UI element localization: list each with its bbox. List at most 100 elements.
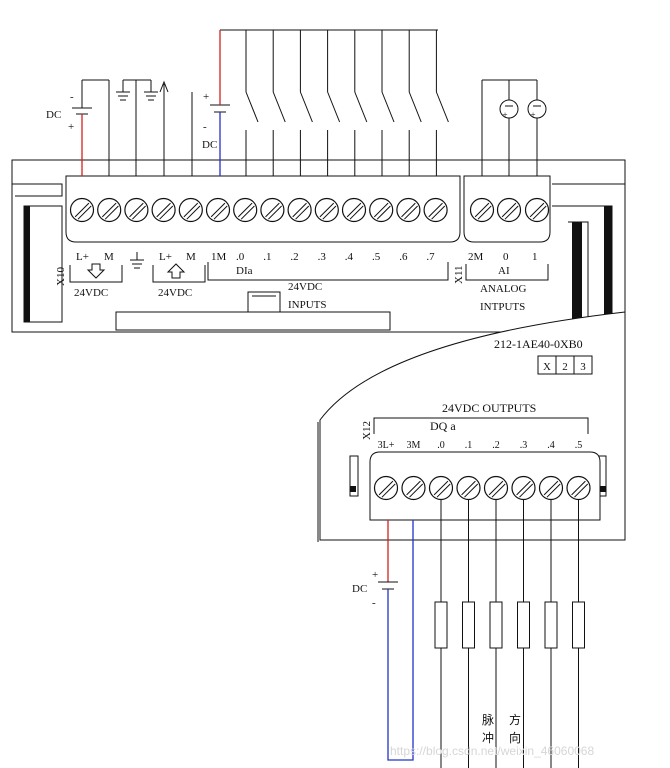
input-channel-6: .6 — [399, 251, 408, 263]
input-screw-5 — [205, 197, 231, 223]
inputs-title-2: INPUTS — [288, 299, 327, 311]
input-switch-4 — [354, 30, 368, 176]
label-brackets — [69, 252, 549, 283]
sensor-voltage-label: 24VDC — [158, 287, 192, 299]
input-screw-0 — [69, 197, 95, 223]
bottom-wiring: DC + - — [352, 520, 414, 761]
output-minus-label: - — [372, 597, 376, 609]
output-screw-5 — [511, 475, 536, 501]
supply-minus-label: - — [70, 91, 74, 103]
input-channel-3: .3 — [318, 251, 327, 263]
input-screw-terminals — [69, 197, 448, 223]
analog-screw-2 — [524, 197, 550, 223]
outputs-header: 24VDC OUTPUTS DQ a X12 — [361, 401, 589, 440]
top-labels: DC - + + - DC + + — [46, 91, 536, 151]
input-switch-5 — [381, 30, 395, 176]
top-wiring — [72, 29, 547, 176]
input-channel-5: .5 — [372, 251, 381, 263]
output-screw-2 — [428, 475, 454, 501]
output-group-label: DQ a — [430, 419, 456, 433]
input-switch-2 — [299, 30, 313, 176]
input-group-label: DIa — [236, 265, 253, 277]
output-load-0 — [434, 500, 448, 768]
sensor-m-label: M — [186, 251, 196, 263]
output-terminal-2: .0 — [437, 440, 445, 451]
output-screw-0 — [373, 475, 399, 501]
x11-label: X11 — [453, 265, 465, 284]
outputs-title: 24VDC OUTPUTS — [442, 401, 536, 415]
box-mark-x: X — [543, 361, 551, 373]
direction-char-1: 方 — [509, 712, 521, 727]
input-screw-10 — [341, 197, 367, 223]
pulse-char-1: 脉 — [482, 712, 494, 727]
analog-screw-1 — [496, 197, 522, 223]
terminal-labels: L+ M L+ M 1M DIa 24VDC 24VDC X10 24VDC I… — [55, 251, 538, 313]
svg-text:+: + — [502, 110, 507, 120]
output-terminal-labels: 3L+3M.0.1.2.3.4.5 — [378, 440, 583, 451]
input-channel-1: .1 — [263, 251, 271, 263]
output-plus-label: + — [372, 569, 378, 581]
input-switch-6 — [408, 30, 422, 176]
power-m-label: M — [104, 251, 114, 263]
right-dark-bar — [604, 206, 612, 322]
output-screw-1 — [401, 475, 426, 501]
output-terminal-6: .4 — [547, 440, 555, 451]
output-terminal-1: 3M — [407, 440, 421, 451]
x12-label: X12 — [361, 421, 373, 440]
input-plus-label: + — [203, 91, 209, 103]
input-screw-7 — [260, 197, 285, 223]
output-screw-4 — [483, 475, 509, 501]
input-screw-6 — [233, 197, 258, 223]
input-switch-1 — [272, 30, 286, 176]
input-screw-4 — [178, 197, 203, 223]
input-screw-9 — [314, 197, 339, 223]
sensor-lplus-label: L+ — [159, 251, 172, 263]
power-voltage-label: 24VDC — [74, 287, 108, 299]
direction-char-2: 向 — [509, 730, 521, 745]
supply-dc-label: DC — [46, 109, 61, 121]
output-dc-label: DC — [352, 583, 367, 595]
input-switch-0 — [245, 30, 259, 176]
output-load-2 — [489, 500, 503, 768]
analog-screw-0 — [469, 197, 495, 223]
power-lplus-label: L+ — [76, 251, 89, 263]
output-terminal-0: 3L+ — [378, 440, 395, 451]
output-load-4 — [544, 500, 558, 768]
input-dc-label: DC — [202, 139, 217, 151]
output-screw-6 — [538, 475, 564, 501]
version-boxes: X 2 3 — [537, 355, 593, 375]
output-load-5 — [572, 500, 585, 768]
input-screw-1 — [97, 197, 122, 223]
load-captions: 脉 冲 方 向 — [482, 712, 521, 745]
input-switch-3 — [327, 30, 341, 176]
svg-text:+: + — [530, 110, 535, 120]
input-common-label: 1M — [211, 251, 227, 263]
output-screw-7 — [566, 475, 591, 501]
input-screw-8 — [287, 197, 312, 223]
left-dark-bar — [24, 206, 30, 322]
input-channel-7: .7 — [426, 251, 435, 263]
output-screw-3 — [456, 475, 481, 501]
input-screw-12 — [396, 197, 421, 223]
input-channel-2: .2 — [290, 251, 298, 263]
input-screw-11 — [369, 197, 394, 223]
output-load-3 — [517, 500, 530, 768]
output-terminal-7: .5 — [575, 440, 583, 451]
input-channel-labels: .0.1.2.3.4.5.6.7 — [236, 251, 435, 263]
supply-plus-label: + — [68, 121, 74, 133]
right-latch-bar — [572, 222, 582, 322]
input-screw-3 — [151, 197, 176, 223]
output-loads — [434, 500, 585, 768]
x10-label: X10 — [55, 267, 67, 286]
part-number: 212-1AE40-0XB0 — [494, 337, 583, 351]
analog-title-1: ANALOG — [480, 283, 526, 295]
input-switches — [245, 30, 449, 176]
input-screw-2 — [124, 197, 149, 223]
inputs-title-1: 24VDC — [288, 281, 322, 293]
watermark: https://blog.csdn.net/weixin_46060068 — [390, 744, 594, 758]
input-minus-label: - — [203, 121, 207, 133]
box-mark-2: 2 — [562, 361, 568, 373]
output-load-1 — [462, 500, 475, 768]
